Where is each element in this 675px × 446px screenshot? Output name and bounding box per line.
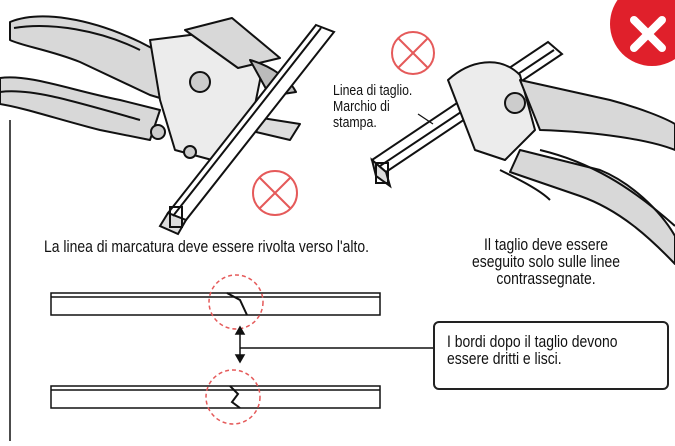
caption-right-line-2: eseguito solo sulle linee (471, 252, 621, 271)
caption-right-line-3: contrassegnate. (496, 269, 596, 288)
tool-label: Linea di taglio. Marchio di stampa. (333, 83, 412, 131)
caption-right: Il taglio deve essere eseguito solo sull… (452, 236, 641, 287)
warning-badge (610, 0, 675, 66)
profile-wrong-cut (50, 292, 381, 316)
caption-right-line-1: Il taglio deve essere (484, 235, 608, 254)
close-icon (630, 16, 666, 52)
right-pipe-cutter (447, 61, 675, 265)
tool-label-line-3: stampa. (333, 114, 377, 131)
caption-left: La linea di marcatura deve essere rivolt… (44, 237, 370, 256)
left-pipe (158, 23, 336, 236)
tool-label-line-1: Linea di taglio. (333, 82, 413, 99)
top-forbidden-mark (391, 31, 435, 75)
tool-label-leader (417, 113, 434, 125)
callout-box: I bordi dopo il taglio devono essere dri… (433, 321, 669, 390)
profile-correct-cut (50, 385, 381, 409)
callout-line-2: essere dritti e lisci. (447, 349, 562, 368)
tool-label-line-2: Marchio di (333, 98, 390, 115)
profile-wrong-dashed-circle (208, 274, 264, 330)
callout-line-1: I bordi dopo il taglio devono (447, 332, 618, 351)
callout-text: I bordi dopo il taglio devono essere dri… (447, 333, 618, 367)
profile-correct-dashed-circle (205, 369, 261, 425)
measure-arrows (234, 325, 433, 364)
left-forbidden-mark (252, 170, 298, 216)
left-pipe-cutter (0, 15, 301, 161)
